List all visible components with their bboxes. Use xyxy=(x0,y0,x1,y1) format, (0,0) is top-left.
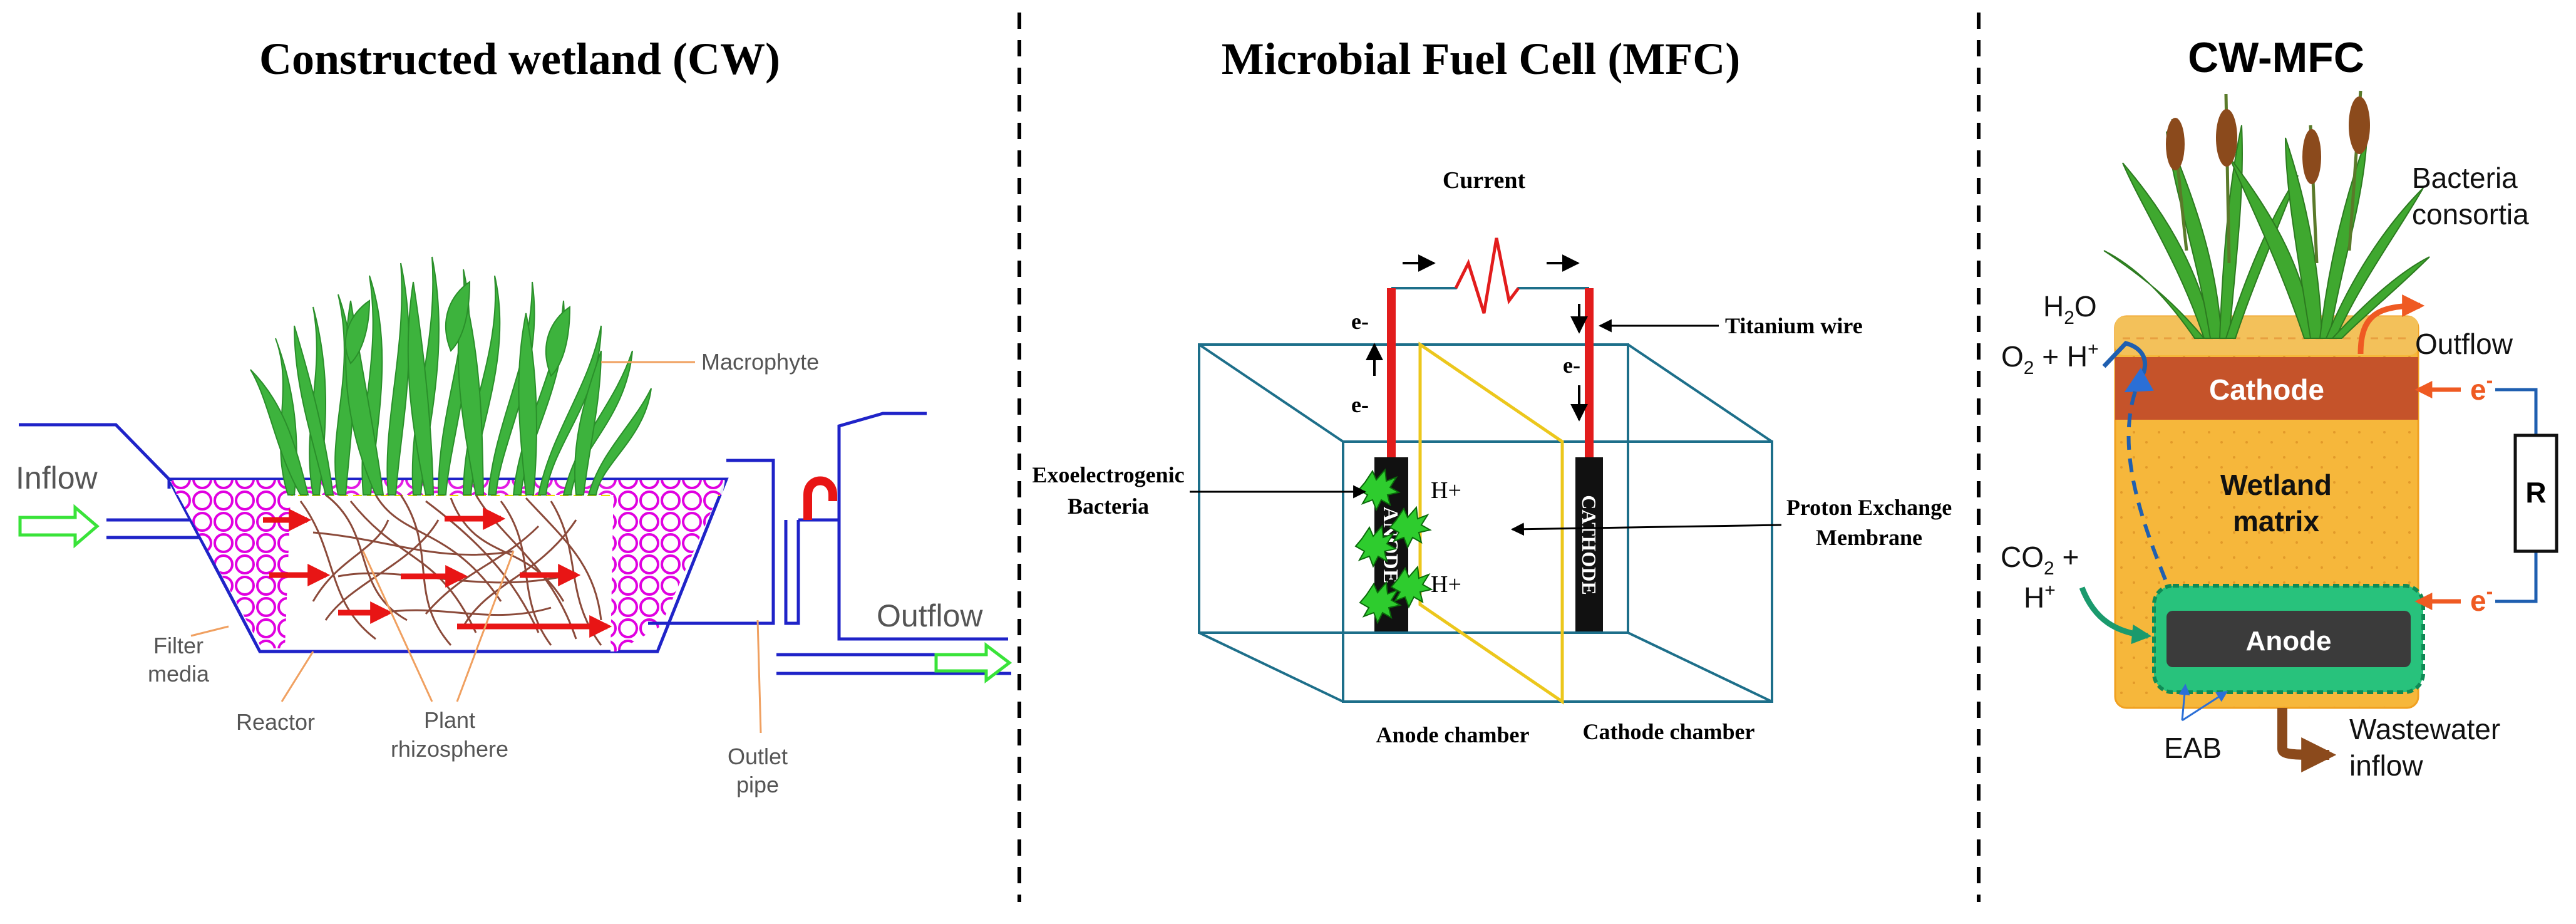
mfc-cathode-label: CATHODE xyxy=(1578,495,1600,594)
mfc-pem-arrow xyxy=(1510,522,1782,536)
mfc-proton-exchange-membrane xyxy=(1418,341,1564,705)
mfc-exo-label-1: Exoelectrogenic xyxy=(1032,462,1184,487)
cwmfc-e-label-top: e- xyxy=(2470,369,2493,406)
mfc-h-plus-label-2: H+ xyxy=(1431,571,1461,598)
cwmfc-title: CW-MFC xyxy=(2188,34,2364,81)
cw-leader-lines xyxy=(190,551,762,734)
cwmfc-o2-arrow xyxy=(2102,341,2154,393)
cwmfc-wastewater-label-1: Wastewater xyxy=(2349,713,2500,745)
cwmfc-panel: CW-MFC Cathode Wetland matrix Anode xyxy=(2001,34,2558,782)
mfc-titanium-label: Titanium wire xyxy=(1725,313,1863,338)
cwmfc-resistor xyxy=(2513,433,2558,553)
cwmfc-plants xyxy=(2103,90,2430,339)
cwmfc-h2o-label: H2O xyxy=(2043,290,2097,328)
mfc-pem-label-2: Membrane xyxy=(1816,525,1922,550)
cw-filter-media-top xyxy=(172,480,725,495)
cwmfc-wetland-label-2: matrix xyxy=(2233,505,2319,537)
cw-inflow-label: Inflow xyxy=(16,460,98,496)
mfc-exo-label-2: Bacteria xyxy=(1068,494,1149,519)
cwmfc-resistor-label: R xyxy=(2525,476,2546,509)
cwmfc-co2-label: CO2 + xyxy=(2001,541,2079,579)
cw-outflow-label: Outflow xyxy=(877,598,983,633)
mfc-title: Microbial Fuel Cell (MFC) xyxy=(1222,34,1740,84)
cwmfc-anode-label: Anode xyxy=(2246,626,2332,657)
cwmfc-external-wire xyxy=(2495,388,2538,603)
cwmfc-eab-pointers xyxy=(2178,683,2228,722)
cw-outlet-label-1: Outlet xyxy=(728,744,788,769)
cw-outlet-bend xyxy=(803,476,837,520)
mfc-resistor-zigzag xyxy=(1454,237,1520,314)
mfc-current-label: Current xyxy=(1443,167,1526,194)
mfc-e-label-1: e- xyxy=(1351,309,1369,334)
cwmfc-outflow-arrow xyxy=(2357,294,2425,355)
mfc-pem-label-1: Proton Exchange xyxy=(1786,495,1952,520)
cwmfc-wastewater-arrow xyxy=(2277,708,2337,772)
cwmfc-anode-electrode xyxy=(2166,611,2411,667)
cw-outlet-pipe xyxy=(776,426,1011,675)
mfc-cathode-chamber-label: Cathode chamber xyxy=(1583,719,1755,744)
cw-outlet-label-2: pipe xyxy=(736,772,779,797)
cw-title: Constructed wetland (CW) xyxy=(259,34,780,84)
cw-flow-arrows xyxy=(263,507,612,638)
mfc-cathode-electrode xyxy=(1575,457,1603,631)
cw-filter-media-label-2: media xyxy=(148,661,210,687)
cw-reactor-label: Reactor xyxy=(236,709,315,735)
mfc-e-label-3: e- xyxy=(1563,353,1580,378)
cw-filter-media-label-1: Filter xyxy=(153,633,204,658)
cw-inflow-pipe xyxy=(19,423,171,489)
cw-panel: Constructed wetland (CW) Inflow xyxy=(16,34,1012,797)
cw-outflow-arrow xyxy=(934,641,1012,684)
cw-filter-media-right xyxy=(611,481,724,651)
cwmfc-top-soil xyxy=(2115,316,2418,355)
mfc-e-label-2: e- xyxy=(1351,392,1369,417)
cw-rhizosphere-label-2: rhizosphere xyxy=(391,736,508,762)
cwmfc-cathode-layer xyxy=(2115,357,2418,420)
cwmfc-bacteria-label-1: Bacteria xyxy=(2412,162,2518,194)
cwmfc-h-plus-label: H+ xyxy=(2024,580,2056,614)
cwmfc-bacteria-label-2: consortia xyxy=(2412,198,2529,231)
cwmfc-co2-arrow xyxy=(2079,586,2152,645)
cwmfc-cathode-label: Cathode xyxy=(2209,373,2324,406)
mfc-panel: Microbial Fuel Cell (MFC) Current e- e- xyxy=(1032,34,1952,747)
mfc-h-plus-label-1: H+ xyxy=(1431,477,1461,504)
mfc-current-arrows xyxy=(1366,254,1588,422)
cwmfc-eab-label: EAB xyxy=(2164,732,2222,764)
cwmfc-outflow-label: Outflow xyxy=(2415,328,2513,360)
mfc-bacteria-clusters xyxy=(1354,468,1433,625)
mfc-chamber-box xyxy=(1198,343,1773,703)
cwmfc-wetland-label-1: Wetland xyxy=(2220,469,2332,501)
cw-macrophyte-plants xyxy=(250,256,652,496)
cw-macrophyte-label: Macrophyte xyxy=(701,349,819,375)
mfc-anode-chamber-label: Anode chamber xyxy=(1376,722,1530,747)
cw-rhizosphere-label-1: Plant xyxy=(424,707,475,733)
cwmfc-o2-label: O2 + H+ xyxy=(2001,339,2099,378)
cwmfc-wastewater-label-2: inflow xyxy=(2349,749,2423,782)
cw-filter-media-left xyxy=(170,481,291,648)
cw-inflow-arrow xyxy=(18,504,100,549)
cwmfc-proton-path xyxy=(2126,391,2168,584)
cwmfc-e-label-bottom: e- xyxy=(2470,580,2493,617)
